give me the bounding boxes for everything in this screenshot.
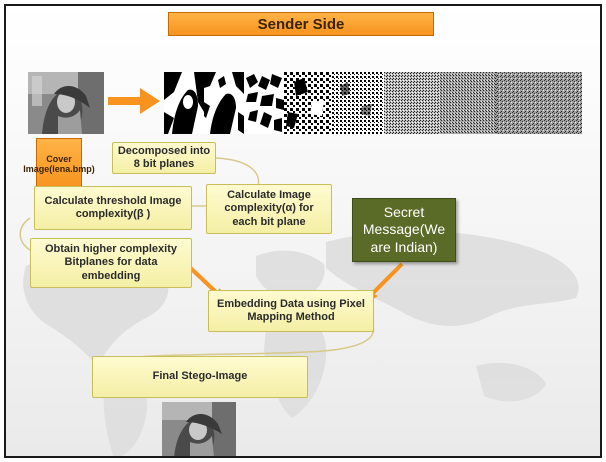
step-final-text: Final Stego-Image (152, 370, 248, 383)
secret-message-box: Secret Message(We are Indian) (352, 198, 456, 262)
cover-image-label: Cover Image(lena.bmp) (23, 138, 95, 190)
step-calc-beta: Calculate threshold Image complexity(β ) (34, 186, 192, 230)
bit-plane-0 (496, 72, 582, 134)
cover-image-text: Cover Image(lena.bmp) (23, 153, 95, 174)
bit-plane-1 (440, 72, 496, 134)
stego-image (162, 402, 236, 456)
bit-plane-7 (164, 72, 204, 134)
bit-plane-5 (244, 72, 284, 134)
step-obtain-bitplanes: Obtain higher complexity Bitplanes for d… (30, 238, 192, 288)
bit-plane-4 (284, 72, 332, 134)
step-decompose: Decomposed into 8 bit planes (112, 142, 216, 174)
step-calc-alpha-text: Calculate Image complexity(α) for each b… (224, 189, 314, 228)
bit-plane-2 (384, 72, 440, 134)
step-embedding-text: Embedding Data using Pixel Mapping Metho… (217, 297, 365, 323)
step-final-stego: Final Stego-Image (92, 356, 308, 398)
bit-plane-6 (204, 72, 244, 134)
title-bar: Sender Side (168, 12, 434, 36)
step-decompose-text: Decomposed into 8 bit planes (117, 144, 211, 170)
slide-frame: Sender Side (4, 4, 602, 458)
step-calc-alpha: Calculate Image complexity(α) for each b… (206, 184, 332, 234)
arrow-right-icon (108, 88, 160, 114)
bit-plane-3 (332, 72, 384, 134)
step-embedding: Embedding Data using Pixel Mapping Metho… (208, 290, 374, 332)
step-obtain-text: Obtain higher complexity Bitplanes for d… (44, 243, 178, 282)
secret-message-text: Secret Message(We are Indian) (362, 203, 446, 255)
original-image (28, 72, 104, 134)
step-calc-beta-text: Calculate threshold Image complexity(β ) (44, 194, 182, 220)
